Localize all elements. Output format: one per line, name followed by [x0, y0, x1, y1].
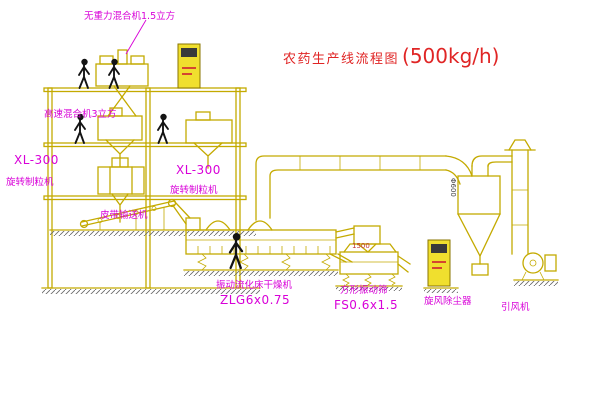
label-top-mixer: 无重力混合机1.5立方 [84, 11, 176, 22]
label-granulator-right-model: XL-300 [176, 163, 221, 177]
dimension-duct: Φ600 [449, 178, 457, 197]
label-leader-line [125, 19, 147, 55]
dimension-screen-feed: 1500 [352, 242, 370, 250]
drawing-title: 农药生产线流程图 (500kg/h) [283, 44, 500, 68]
vibrating-screen [329, 225, 411, 291]
induced-draft-fan [513, 252, 559, 286]
exhaust-duct [255, 155, 473, 221]
fluid-bed-dryer [183, 217, 355, 276]
person-icon [78, 57, 90, 89]
belt-conveyor [79, 198, 191, 230]
title-text: 农药生产线流程图 [283, 52, 400, 67]
label-dryer-name: 振动流化床干燥机 [216, 280, 293, 291]
control-cabinet-lower [423, 239, 459, 293]
label-dryer-model: ZLG6x0.75 [220, 293, 291, 307]
label-granulator-right-name: 旋转制粒机 [170, 185, 218, 196]
label-screen-name: 方形振动筛 [340, 285, 388, 296]
title-capacity: (500kg/h) [402, 44, 500, 68]
label-belt-conveyor: 皮带输送机 [100, 210, 148, 221]
label-screen-model: FS0.6x1.5 [334, 298, 399, 312]
control-cabinet-upper [177, 43, 201, 89]
high-speed-mixer [97, 107, 143, 167]
granulator-left [97, 157, 145, 223]
label-granulator-left-name: 旋转制粒机 [6, 177, 54, 188]
cyclone-separator [457, 155, 513, 276]
person-icon [157, 112, 169, 144]
label-fan: 引风机 [501, 302, 530, 313]
label-granulator-left-model: XL-300 [14, 153, 59, 167]
label-high-speed-mixer: 高速混合机3立方 [44, 109, 117, 120]
granulator-right [185, 111, 233, 169]
label-cyclone: 旋风除尘器 [424, 296, 472, 307]
exhaust-stack [504, 139, 536, 255]
tower-structure [41, 87, 261, 294]
top-mixer [95, 49, 149, 117]
